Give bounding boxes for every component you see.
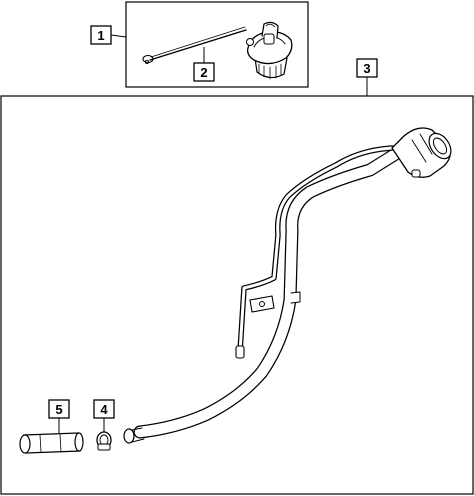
callout-3-label: 3 [363, 61, 370, 76]
callout-2-label: 2 [200, 65, 207, 80]
callout-4: 4 [93, 399, 115, 432]
callout-1-label: 1 [97, 28, 104, 43]
cap-detail-frame [125, 1, 309, 88]
callout-5-label: 5 [55, 402, 62, 417]
callout-4-label: 4 [100, 402, 108, 417]
callout-5: 5 [48, 399, 70, 433]
callout-1: 1 [90, 25, 127, 45]
callout-2: 2 [193, 47, 215, 82]
callout-3: 3 [356, 58, 378, 96]
main-detail-frame [0, 95, 474, 495]
fuel-cap-icon [246, 21, 293, 80]
hose-clamp-icon [96, 431, 112, 451]
tether-strap [142, 26, 247, 65]
filler-tube-icon [123, 127, 452, 444]
hose-icon [19, 432, 84, 454]
